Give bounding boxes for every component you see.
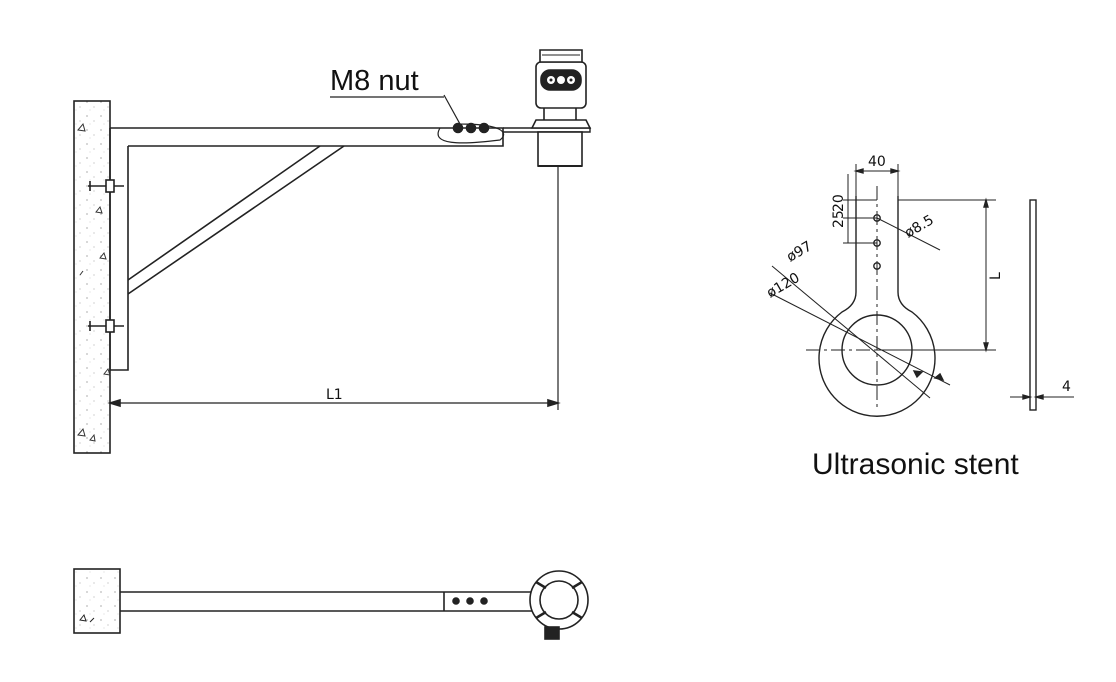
top-hole-2 — [466, 597, 474, 605]
top-hole-3 — [480, 597, 488, 605]
dim-length: L — [988, 272, 1004, 280]
wall-bolt-upper — [88, 179, 124, 193]
top-connector — [544, 626, 560, 640]
horizontal-arm — [110, 127, 504, 147]
dim-hole: ø8.5 — [902, 212, 937, 241]
top-view — [73, 568, 589, 640]
side-view — [73, 49, 592, 454]
dim-spacing-a: 25 — [831, 210, 847, 228]
concrete-wall — [73, 100, 111, 454]
stent-side-plate — [1029, 199, 1037, 411]
top-view-arm — [120, 591, 532, 612]
stent-outline — [818, 196, 936, 417]
stent-caption: Ultrasonic stent — [812, 448, 1019, 481]
top-view-wall — [73, 568, 121, 634]
dim-width: 40 — [868, 154, 886, 170]
m8-nut-2 — [465, 122, 477, 134]
diagonal-brace — [127, 145, 345, 295]
wall-bolt-lower — [88, 319, 124, 333]
dim-spacing-b: 20 — [831, 194, 847, 212]
top-ring-outer — [529, 570, 589, 630]
top-ring-inner — [539, 580, 579, 620]
sensor-horn — [537, 131, 583, 167]
top-hole-1 — [452, 597, 460, 605]
m8-nut-3 — [478, 122, 490, 134]
m8-nut-1 — [452, 122, 464, 134]
wall-hatch-marks — [77, 122, 111, 442]
stent-detail — [769, 164, 1074, 417]
dim-thickness: 4 — [1062, 379, 1071, 395]
transmitter-neck — [543, 108, 577, 120]
nut-callout-loop — [437, 94, 505, 144]
nut-label: M8 nut — [330, 65, 419, 97]
dim-outer-ring: ø120 — [764, 270, 803, 302]
vertical-post — [109, 128, 129, 371]
dim-inner-ring: ø97 — [784, 238, 815, 265]
l1-label: L1 — [326, 387, 343, 403]
